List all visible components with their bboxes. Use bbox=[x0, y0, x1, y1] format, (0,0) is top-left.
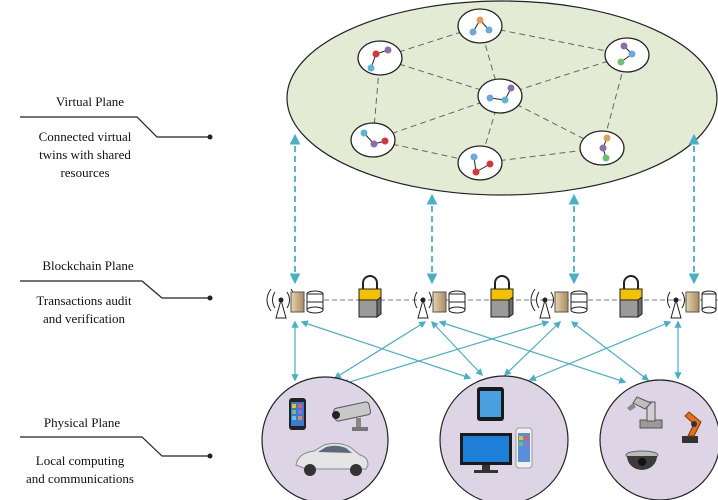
cctv-camera-icon bbox=[332, 401, 372, 431]
blockchain-node-3 bbox=[530, 288, 588, 319]
physical-leader-line bbox=[20, 436, 210, 457]
physical-plane-description: Local computing and communications bbox=[0, 452, 160, 488]
robot-arm-icon bbox=[627, 396, 663, 429]
virtual-plane-description: Connected virtual twins with shared reso… bbox=[10, 128, 160, 182]
virtual-twin-5 bbox=[350, 122, 396, 158]
padlock-box-2 bbox=[490, 275, 514, 318]
virtual-blockchain-links bbox=[289, 133, 700, 285]
virtual-twin-3 bbox=[604, 37, 650, 73]
physical-node-left bbox=[261, 376, 389, 500]
blockchain-plane-desc-line-1: Transactions audit bbox=[36, 293, 132, 308]
car-icon bbox=[295, 442, 369, 476]
virtual-plane-desc-line-1: Connected virtual bbox=[38, 129, 132, 144]
blockchain-plane-desc-line-2: and verification bbox=[43, 311, 125, 326]
virtual-leader-dot bbox=[207, 134, 213, 140]
virtual-twin-2 bbox=[357, 40, 403, 76]
industrial-robot-icon bbox=[682, 411, 702, 443]
virtual-plane-desc-line-2: twins with shared bbox=[39, 147, 131, 162]
smartphone-icon bbox=[289, 398, 306, 430]
physical-node-center bbox=[439, 375, 569, 500]
dome-camera-icon bbox=[625, 450, 659, 470]
blockchain-node-4 bbox=[667, 290, 717, 319]
blockchain-node-2 bbox=[414, 290, 466, 319]
blockchain-leader-dot bbox=[207, 295, 213, 301]
padlock-box-3 bbox=[619, 275, 643, 318]
label-leaders bbox=[20, 116, 210, 457]
blockchain-leader-line bbox=[20, 280, 210, 299]
virtual-twin-6 bbox=[457, 145, 503, 181]
virtual-plane-desc-line-3: resources bbox=[60, 165, 110, 180]
padlock-box-1 bbox=[358, 275, 382, 318]
virtual-twin-7 bbox=[579, 130, 625, 166]
physical-plane-desc-line-1: Local computing bbox=[35, 453, 125, 468]
physical-blockchain-links bbox=[291, 320, 682, 386]
physical-plane-title: Physical Plane bbox=[43, 415, 121, 430]
blockchain-plane-title: Blockchain Plane bbox=[42, 258, 134, 273]
virtual-leader-line bbox=[20, 116, 210, 138]
physical-plane-desc-line-2: and communications bbox=[26, 471, 134, 486]
physical-leader-dot bbox=[207, 453, 213, 459]
physical-node-right bbox=[599, 379, 718, 500]
monitor-icon bbox=[460, 433, 512, 473]
tablet-icon bbox=[477, 387, 504, 421]
blockchain-node-1 bbox=[266, 288, 324, 319]
virtual-twin-1 bbox=[457, 8, 503, 44]
virtual-plane-title: Virtual Plane bbox=[55, 94, 125, 109]
phone-icon bbox=[515, 427, 533, 469]
blockchain-plane-description: Transactions audit and verification bbox=[10, 292, 158, 328]
virtual-twin-4 bbox=[477, 78, 523, 114]
